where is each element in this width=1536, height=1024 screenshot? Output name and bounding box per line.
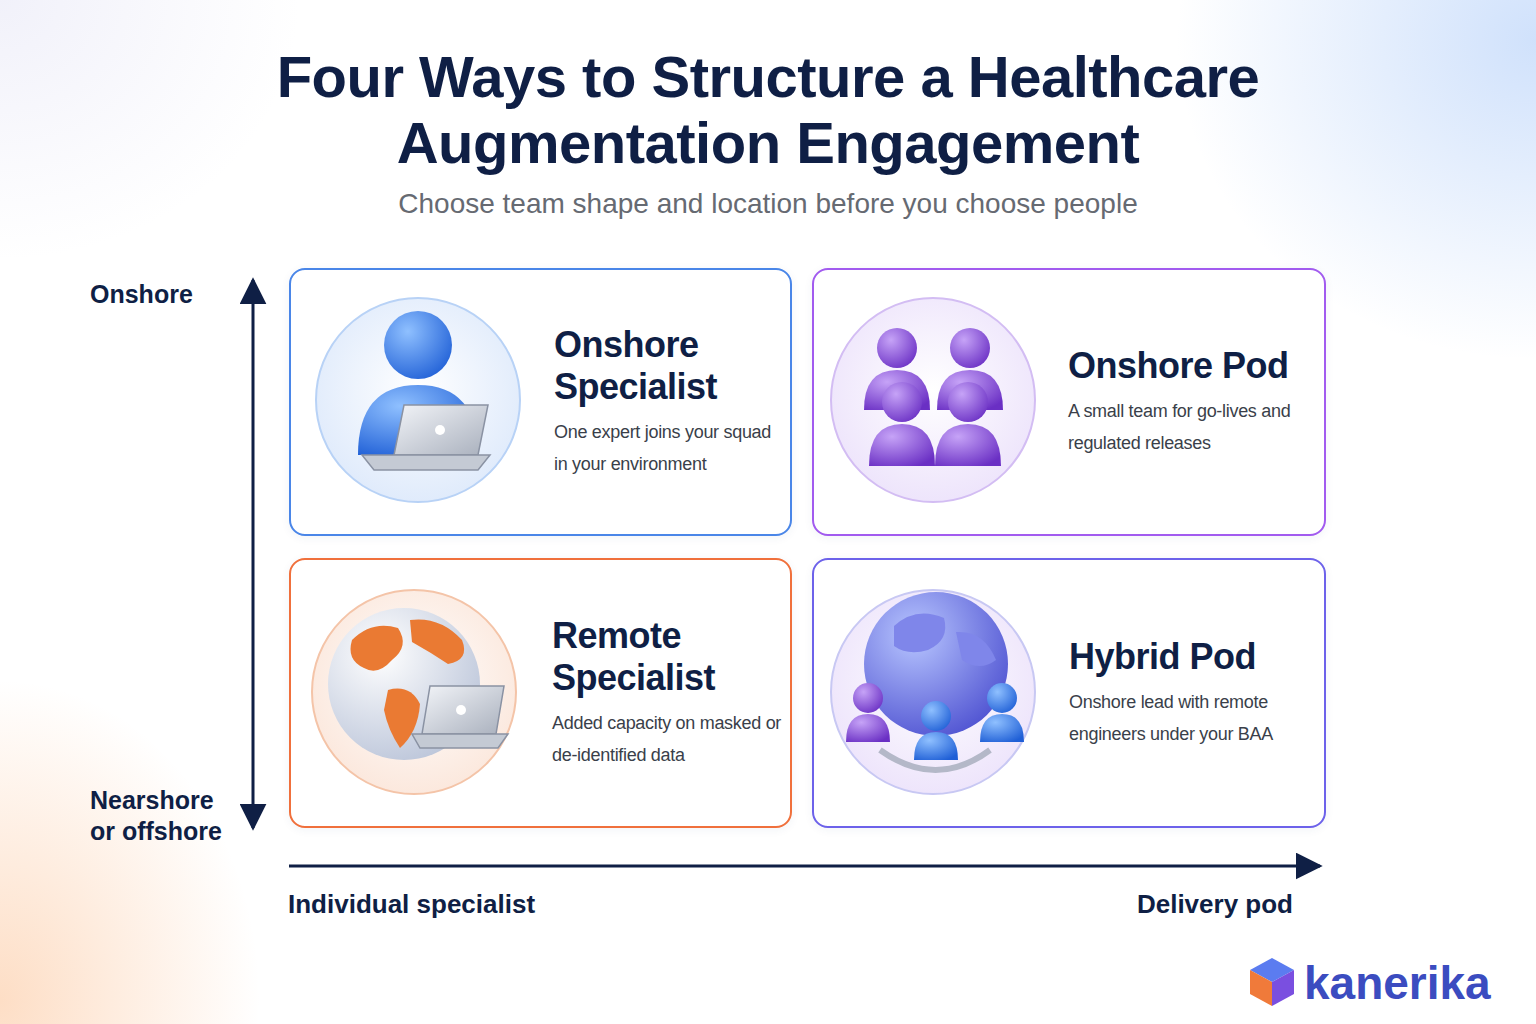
card-text: Remote SpecialistAdded capacity on maske…	[552, 560, 782, 826]
quadrant-card: Onshore Pod A small team for go-lives and…	[812, 268, 1326, 536]
quadrant-card: Hybrid PodOnshore lead with remote engin…	[812, 558, 1326, 828]
card-description: A small team for go-lives and regulated …	[1068, 395, 1312, 459]
diagram-title: Four Ways to Structure a Healthcare Augm…	[168, 44, 1368, 176]
card-heading: Hybrid Pod	[1069, 636, 1312, 678]
card-heading: Remote Specialist	[552, 615, 782, 699]
card-heading: Onshore Specialist	[554, 324, 780, 408]
pod-icon	[831, 298, 1035, 502]
quadrant-card: Remote SpecialistAdded capacity on maske…	[289, 558, 792, 828]
card-text: Hybrid PodOnshore lead with remote engin…	[1069, 560, 1312, 826]
card-text: Onshore Pod A small team for go-lives and…	[1068, 270, 1312, 534]
diagram-subtitle: Choose team shape and location before yo…	[268, 188, 1268, 220]
logo-mark	[1250, 958, 1294, 1006]
horizontal-axis	[289, 865, 1320, 868]
card-description: Onshore lead with remote engineers under…	[1069, 686, 1312, 750]
card-text: Onshore SpecialistOne expert joins your …	[554, 270, 780, 534]
axis-label: Delivery pod	[1100, 888, 1293, 921]
axis-label: Nearshore or offshore	[90, 785, 230, 847]
axis-label: Individual specialist	[288, 888, 608, 921]
specialist-icon	[316, 298, 520, 502]
quadrant-card: Onshore SpecialistOne expert joins your …	[289, 268, 792, 536]
globe-laptop-icon	[312, 590, 516, 794]
card-description: Added capacity on masked or de-identifie…	[552, 707, 782, 771]
vertical-axis	[252, 280, 255, 828]
brand-logo-text: kanerika	[1304, 954, 1524, 1012]
card-description: One expert joins your squad in your envi…	[554, 416, 780, 480]
axis-label: Onshore	[90, 279, 250, 310]
card-heading: Onshore Pod	[1068, 345, 1312, 387]
globe-team-icon	[831, 590, 1035, 794]
